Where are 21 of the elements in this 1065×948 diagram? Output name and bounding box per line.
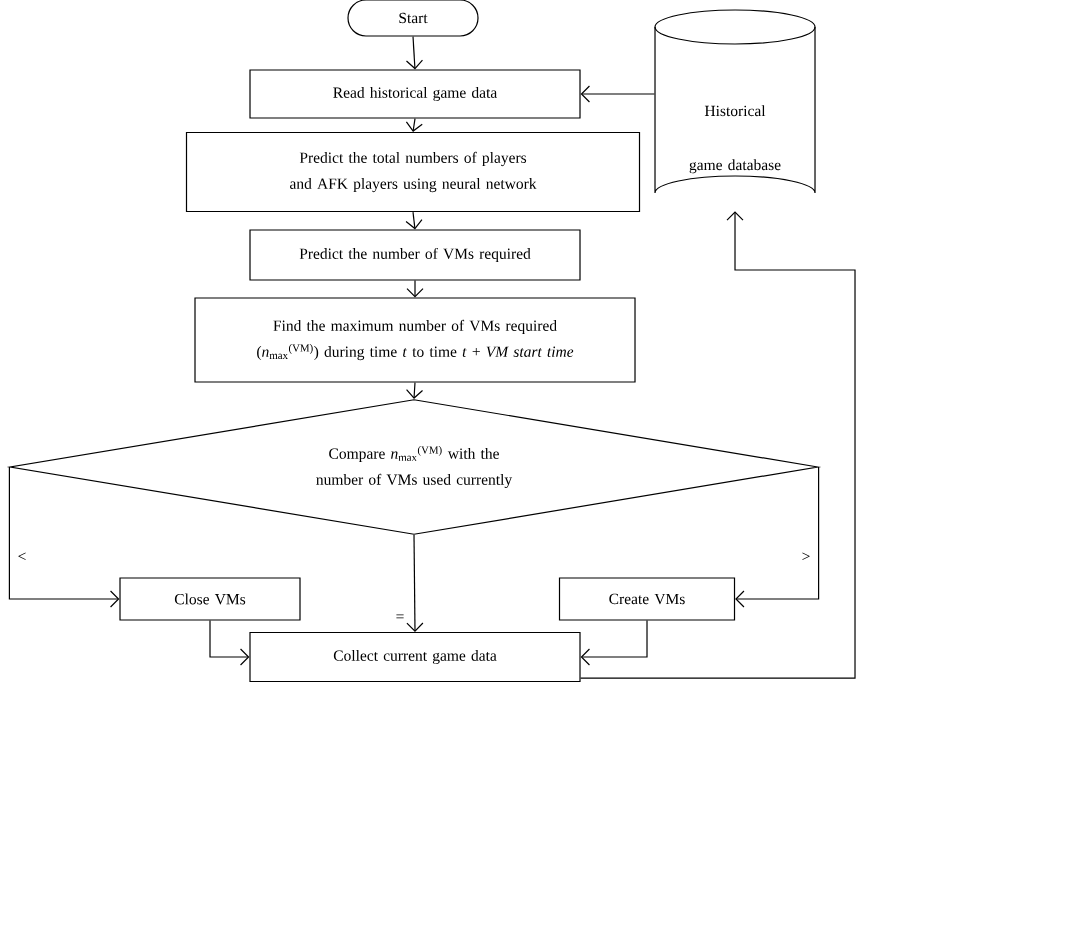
process-box: Read historical game data [249, 69, 581, 119]
arrow [406, 534, 424, 632]
edge-label: < [16, 551, 28, 563]
process-box: Create VMs [558, 577, 736, 621]
database-cylinder: Historical game database [654, 9, 816, 194]
process-box: Predict the number of VMs required [249, 229, 581, 281]
arrow [580, 85, 655, 103]
arrow [735, 466, 820, 608]
arrow [8, 466, 120, 608]
edge-label: = [394, 613, 406, 623]
process-box: Find the maximum number of VMs required (n$_{max}$$^{(VM)}$) during time t to time t + VM start time [194, 297, 636, 383]
arrow [580, 620, 648, 666]
process-box: Close VMs [119, 577, 301, 621]
terminal-box: Start [347, 0, 479, 37]
arrow [209, 620, 250, 666]
arrow [580, 211, 856, 679]
edge-label: > [800, 551, 812, 563]
arrow [405, 36, 424, 70]
node-label: Historical game database [689, 105, 781, 174]
process-box: Predict the total numbers of players and AFK players using neural network [185, 131, 641, 213]
process-box: Collect current game data [249, 631, 581, 683]
